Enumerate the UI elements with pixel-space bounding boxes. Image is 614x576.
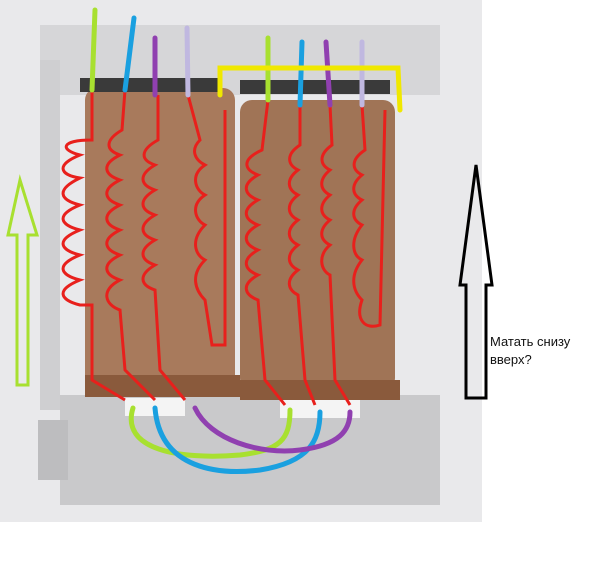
right-coil-base — [240, 380, 400, 400]
question-annotation: Матать снизу вверх? — [490, 333, 610, 369]
arrow-up-left-icon — [6, 174, 40, 387]
winding-sketches — [61, 89, 387, 406]
left-coil-base — [85, 375, 240, 397]
left-frame — [40, 60, 60, 410]
bottom-frame — [60, 395, 440, 505]
annotation-line-1: Матать снизу — [490, 334, 571, 349]
terminals — [80, 78, 390, 418]
annotation-line-2: вверх? — [490, 352, 532, 367]
top-wire-leads — [89, 7, 403, 113]
arrow-up-right-icon — [458, 164, 494, 400]
left-coil — [85, 88, 235, 388]
bottom-bracket — [38, 420, 68, 480]
bottom-connection-wires — [128, 405, 353, 474]
